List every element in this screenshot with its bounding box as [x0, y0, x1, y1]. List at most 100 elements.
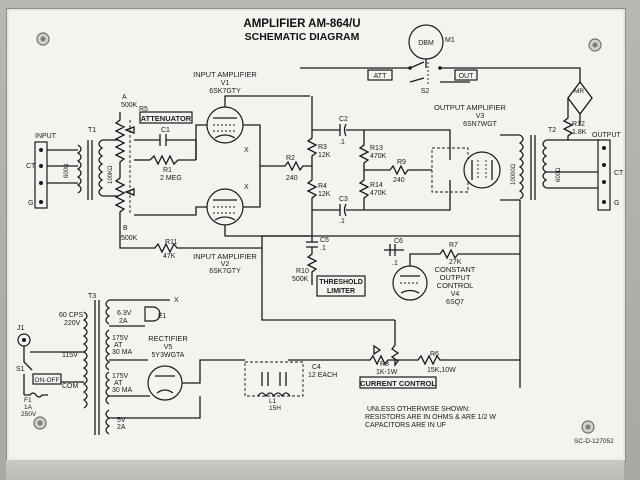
s1-label: S1	[16, 366, 25, 373]
switch-s2	[300, 61, 520, 85]
e1-label: E1	[158, 313, 167, 320]
attenuator-box	[139, 111, 193, 124]
attenuator-r5	[114, 112, 135, 232]
screw-icon	[588, 38, 602, 52]
v1-label: V1	[221, 80, 230, 87]
dbm-label: DBM	[418, 40, 434, 47]
out-switch-position	[454, 69, 478, 81]
t3-175v-b-at: AT	[114, 380, 123, 387]
t1-600-label: 600Ω	[64, 163, 70, 178]
att-label: ATT	[374, 73, 387, 80]
t1-100k-label: 100KΩ	[108, 165, 114, 184]
note-line-2: RESISTORS ARE IN OHMS & ARE 1/2 W	[365, 414, 496, 421]
v1-type: 6SK7GTY	[209, 88, 241, 95]
s2-label: S2	[421, 88, 430, 95]
r5-a-value: 500K	[121, 102, 138, 109]
r13-label: R13	[370, 145, 383, 152]
output-control-label-2: CONTROL	[437, 281, 474, 290]
limiter-label: LIMITER	[327, 288, 355, 295]
threshold-label: THRESHOLD	[319, 279, 363, 286]
t3-60cps: 60 CPS	[59, 312, 83, 319]
output-terminal-block	[597, 139, 611, 211]
r12-label: R12	[572, 121, 585, 128]
t3-115v: 115V	[62, 352, 78, 359]
c3-label: C3	[339, 196, 348, 203]
v5-type: 5Y3WGTA	[152, 352, 185, 359]
f1-voltage: 250V	[21, 411, 37, 418]
t3-175v-b: 175V	[112, 373, 129, 380]
r1-value: 2 MEG	[160, 175, 182, 182]
grid-wires	[134, 124, 207, 216]
on-off-box	[32, 373, 62, 385]
r6-value: 15K,10W	[427, 367, 456, 374]
t2-600-label: 600Ω	[556, 167, 562, 182]
f1-value: 1A	[24, 404, 33, 411]
c5-r10	[306, 236, 318, 285]
resistor-r12	[562, 98, 574, 140]
r8-wiper	[373, 344, 382, 356]
capacitor-c6	[384, 244, 404, 256]
screw-icon	[581, 420, 595, 434]
t3-5v-2a: 2A	[117, 424, 126, 431]
filter-box	[244, 361, 304, 397]
c4-value: 12 EACH	[308, 372, 337, 379]
cathode-wires	[243, 124, 275, 208]
screw-icon	[33, 416, 47, 430]
t3-175v-a-at: AT	[114, 342, 123, 349]
input-g-label: G	[28, 200, 33, 207]
m1-label: M1	[445, 37, 455, 44]
caps-c2-c3	[312, 129, 364, 211]
r4-value: 12K	[318, 191, 331, 198]
r4-label: R4	[318, 183, 327, 190]
drawing-number: SC-D-127052	[574, 438, 614, 445]
c6-label: C6	[394, 238, 403, 245]
power-input-wires	[23, 346, 84, 395]
r13-value: 470K	[370, 153, 387, 160]
input-amplifier-bottom-label: INPUT AMPLIFIER	[193, 252, 257, 261]
r5-label: R5	[139, 106, 148, 113]
resistors-r3-r4	[306, 96, 318, 236]
v5-label: V5	[164, 344, 173, 351]
rectifier-label: RECTIFIER	[148, 334, 188, 343]
output-amplifier-label: OUTPUT AMPLIFIER	[434, 103, 507, 112]
x-mark: X	[174, 297, 179, 304]
input-amplifier-top-label: INPUT AMPLIFIER	[193, 70, 257, 79]
c2-label: C2	[339, 116, 348, 123]
input-label: INPUT	[35, 133, 57, 140]
v2-label: V2	[221, 261, 230, 268]
x-mark: X	[244, 147, 249, 154]
panel-lower-edge	[6, 460, 624, 480]
bridge-rectifier-mr	[520, 67, 593, 125]
b-plus-bus	[261, 200, 521, 388]
pilot-lamp-e1-icon	[144, 306, 161, 322]
v3-type: 6SN7WGT	[463, 121, 498, 128]
r10-label: R10	[296, 268, 309, 275]
r3-label: R3	[318, 144, 327, 151]
c5-label: C5	[320, 237, 329, 244]
input-ct-label: CT	[26, 163, 36, 170]
c4-label: C4	[312, 364, 321, 371]
title-line-1: AMPLIFIER AM-864/U	[243, 18, 360, 30]
resistor-r11	[119, 232, 263, 254]
note-line-3: CAPACITORS ARE IN UF	[365, 422, 446, 429]
j1-power-connector-icon	[17, 333, 31, 347]
input-terminal-block	[34, 141, 48, 209]
r9-value: 240	[393, 177, 405, 184]
constant-label: CONSTANT	[435, 265, 476, 274]
current-control-box	[359, 376, 437, 389]
t3-5v: 5V	[117, 417, 126, 424]
current-control-label: CURRENT CONTROL	[360, 379, 436, 388]
r5-b-value: 500K	[121, 235, 138, 242]
transformer-t3	[82, 299, 111, 435]
t3-label: T3	[88, 293, 96, 300]
r11-label: R11	[165, 239, 177, 246]
schematic-board	[6, 8, 626, 462]
note-line-1: UNLESS OTHERWISE SHOWN:	[367, 406, 470, 413]
screw-icon	[36, 32, 50, 46]
r1-label: R1	[163, 167, 172, 174]
f1-label: F1	[24, 397, 32, 404]
l1-label: L1	[269, 398, 277, 405]
r9-label: R9	[397, 159, 406, 166]
transformer-t1	[47, 139, 118, 200]
